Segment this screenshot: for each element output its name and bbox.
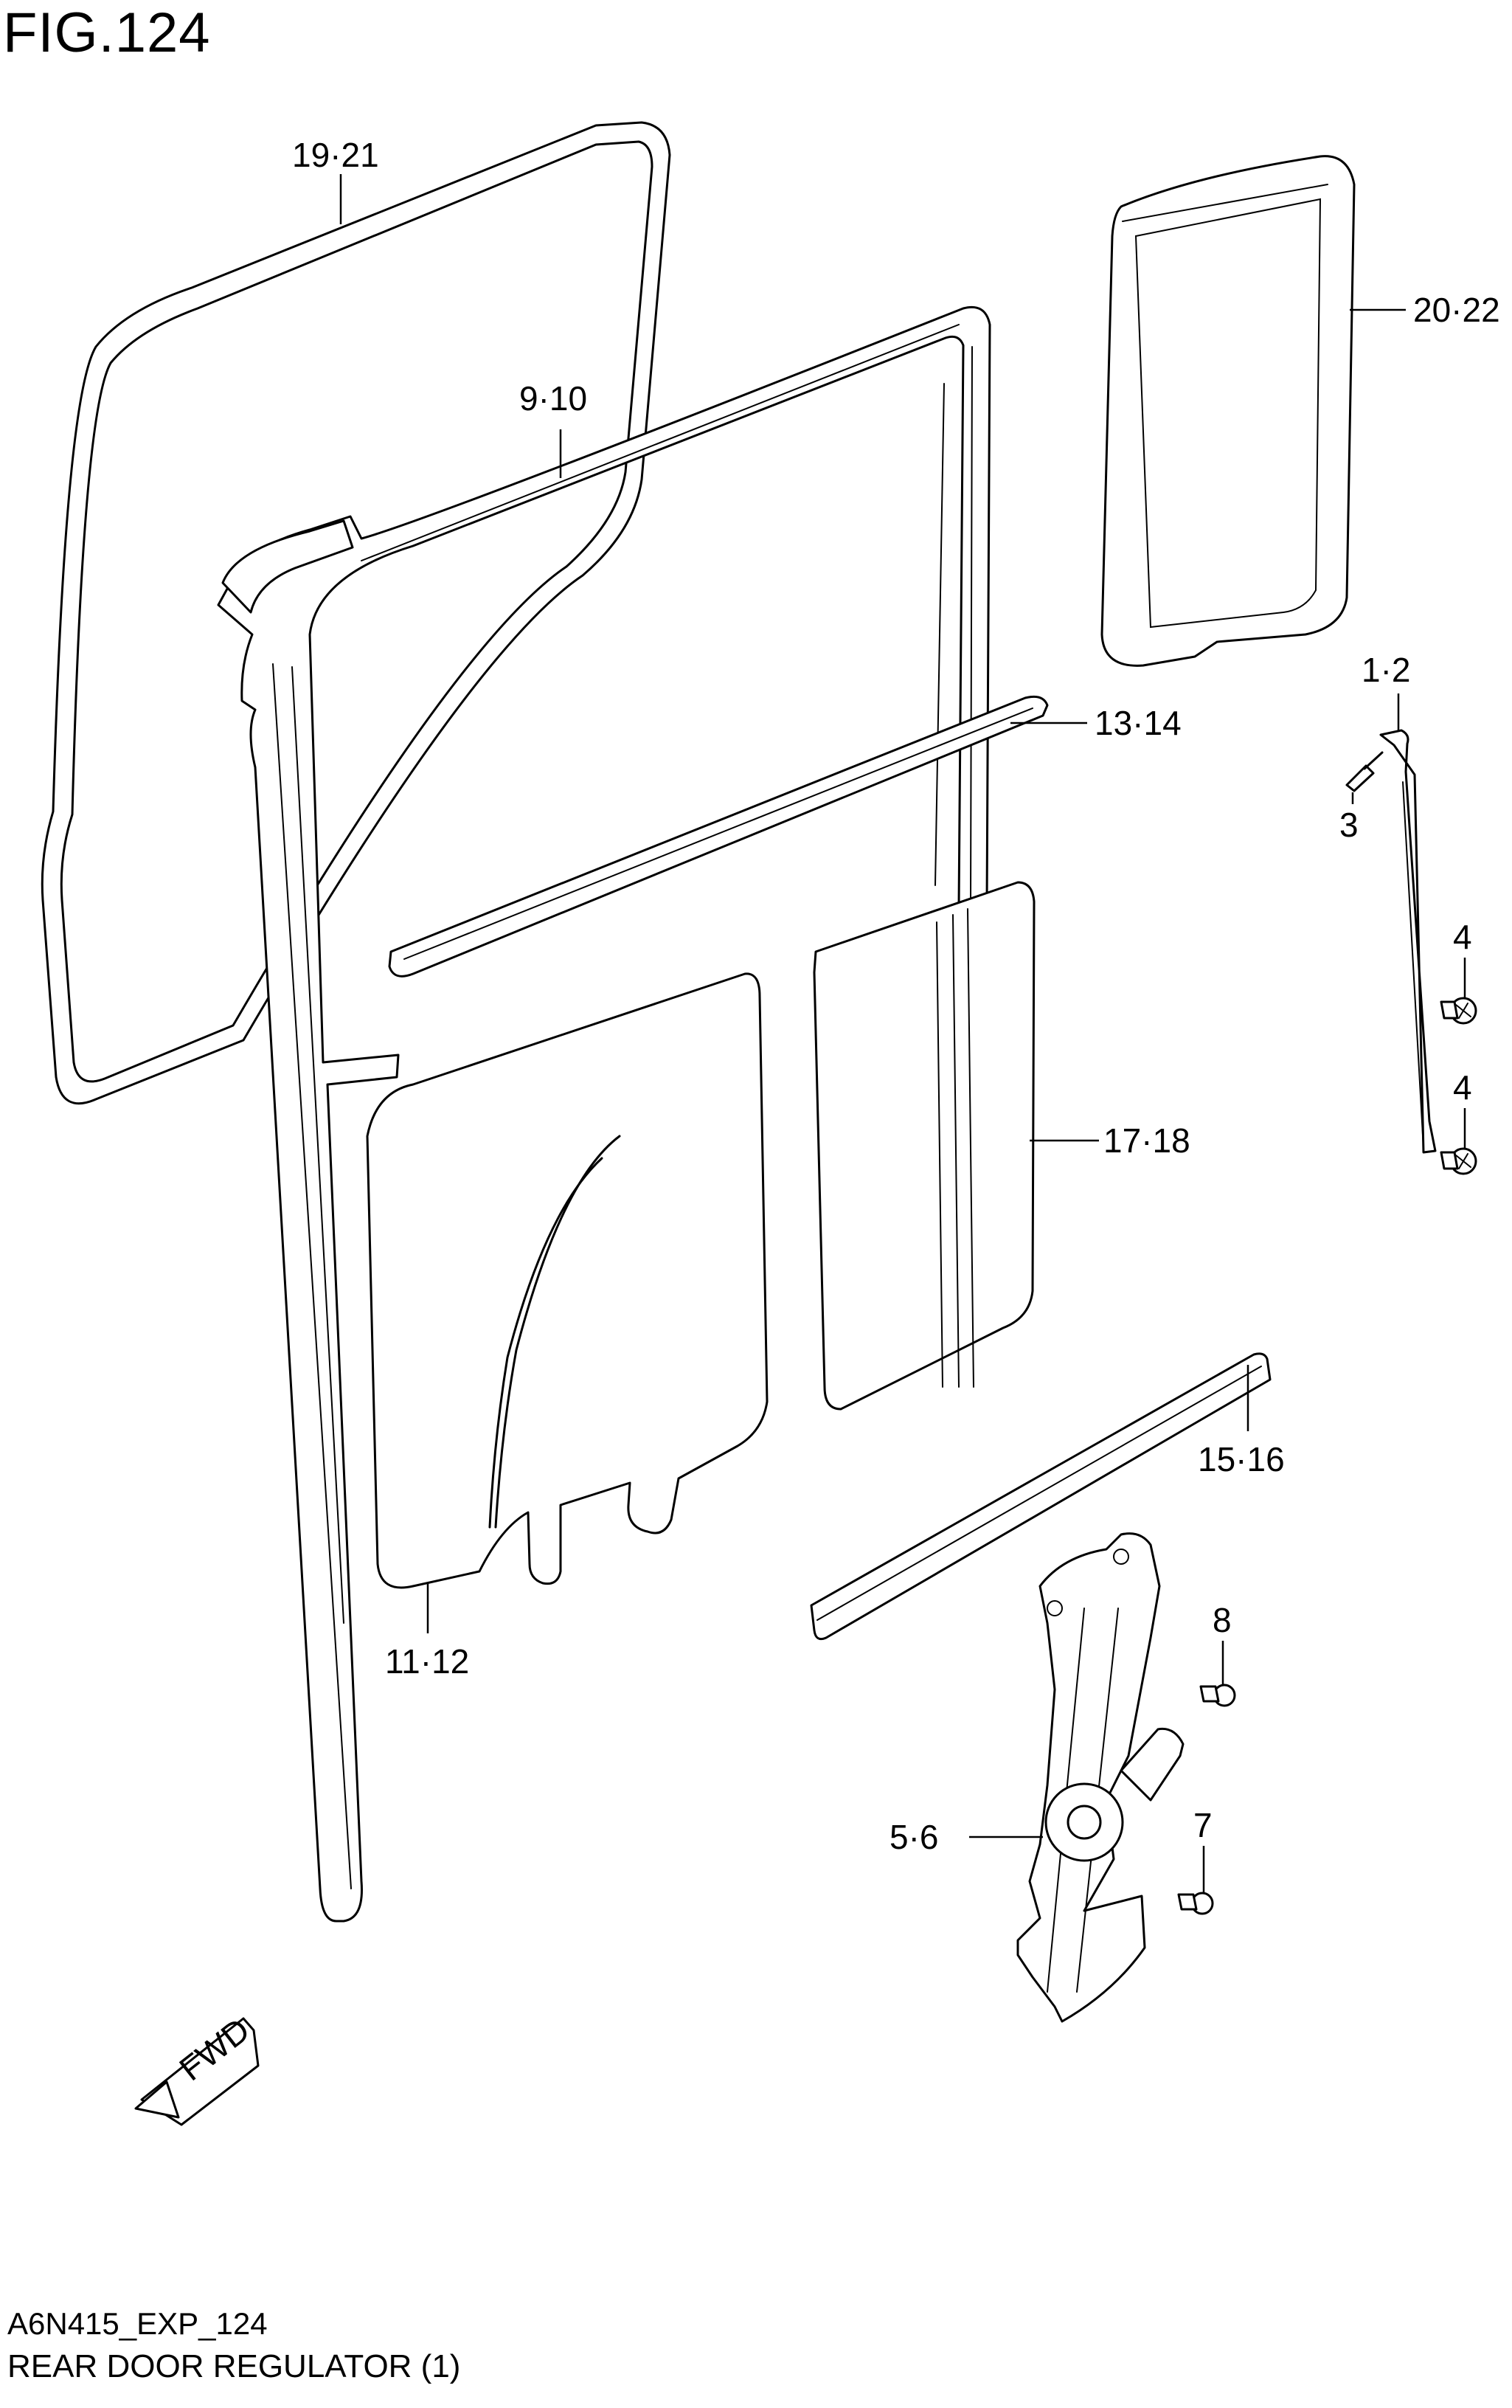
callout-15-16: 15·16	[1198, 1440, 1285, 1478]
weatherstrip-19-21[interactable]	[41, 121, 671, 1105]
window-regulator-5-6[interactable]	[1016, 1532, 1185, 2023]
callout-3: 3	[1339, 806, 1359, 844]
callout-1-2: 1·2	[1362, 651, 1410, 689]
callout-7: 7	[1193, 1806, 1213, 1844]
callout-9-10: 9·10	[519, 379, 587, 418]
figure-title: FIG.124	[3, 1, 211, 64]
bolt-8[interactable]	[1199, 1684, 1236, 1707]
callout-19-21: 19·21	[292, 136, 379, 174]
callout-4-lower: 4	[1453, 1068, 1472, 1107]
bolt-4-upper[interactable]	[1440, 997, 1477, 1025]
leader-lines	[339, 174, 1466, 1893]
door-sash-9-10[interactable]	[217, 305, 991, 1923]
callout-13-14: 13·14	[1095, 704, 1182, 742]
fwd-arrow: FWD	[134, 2010, 260, 2126]
bolt-7[interactable]	[1177, 1892, 1214, 1915]
division-channel-1-2[interactable]	[1379, 729, 1437, 1154]
callout-8: 8	[1213, 1601, 1232, 1639]
figure-code: A6N415_EXP_124	[7, 2306, 268, 2341]
callout-17-18: 17·18	[1103, 1121, 1190, 1160]
quarter-glass-20-22[interactable]	[1100, 155, 1356, 667]
callout-4-upper: 4	[1453, 918, 1472, 956]
callout-20-22: 20·22	[1413, 291, 1500, 329]
stationary-glass-17-18[interactable]	[813, 881, 1036, 1411]
figure-caption: REAR DOOR REGULATOR (1)	[7, 2348, 461, 2384]
callout-5-6: 5·6	[889, 1818, 938, 1856]
belt-moulding-13-14[interactable]	[388, 695, 1049, 978]
door-glass-11-12[interactable]	[366, 972, 769, 1589]
bolt-4-lower[interactable]	[1440, 1147, 1477, 1175]
callout-11-12: 11·12	[385, 1642, 469, 1681]
inner-weatherstrip-15-16[interactable]	[810, 1352, 1272, 1641]
screw-3[interactable]	[1345, 751, 1384, 792]
